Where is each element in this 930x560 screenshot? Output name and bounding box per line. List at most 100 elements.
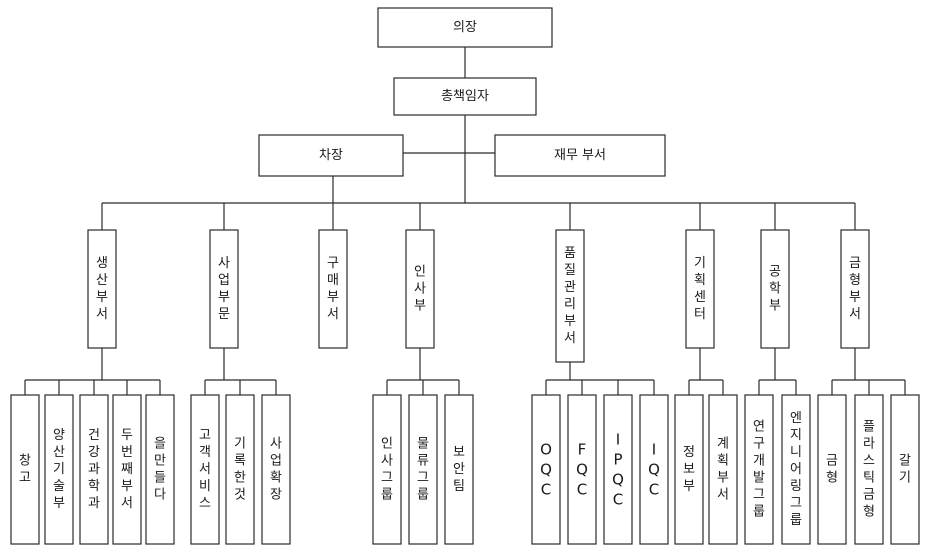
group-label-char: 그	[790, 496, 802, 511]
group-planning-0: 정보부	[674, 394, 704, 545]
dept-production-label-char: 생	[96, 256, 108, 271]
group-label-char: 형	[863, 505, 875, 520]
group-label-char: 엔	[790, 411, 802, 426]
dept-box	[760, 229, 790, 349]
group-box	[10, 394, 40, 545]
group-label-char: 부	[121, 479, 133, 494]
group-box	[372, 394, 402, 545]
group-box	[112, 394, 142, 545]
group-box	[708, 394, 738, 545]
group-label-char: 비	[199, 479, 211, 494]
group-label-char: 룹	[790, 513, 802, 528]
group-label-char: 그	[417, 471, 429, 486]
group-label-char: 기	[899, 471, 911, 486]
group-label-char: 링	[790, 479, 802, 494]
group-label-char: 형	[826, 471, 838, 486]
group-label-char: 서	[121, 496, 133, 511]
group-label-char: 을	[154, 437, 166, 452]
group-label-char: 금	[826, 454, 838, 469]
dept-business-label-char: 사	[218, 256, 230, 271]
group-box	[781, 394, 811, 545]
group-label-char: 그	[753, 488, 765, 503]
group-label-char: F	[578, 441, 587, 459]
group-label-char: 들	[154, 471, 166, 486]
dept-planning-label-char: 터	[694, 307, 706, 322]
group-box	[261, 394, 291, 545]
dept-purchasing-label-char: 구	[327, 256, 339, 271]
group-box	[44, 394, 74, 545]
group-label-char: 부	[683, 479, 695, 494]
dept-box	[87, 229, 117, 349]
group-label-char: 보	[453, 445, 465, 460]
group-label-char: 서	[717, 488, 729, 503]
dept-box	[318, 229, 348, 349]
ceo-node: 총책임자	[393, 77, 537, 116]
group-box	[817, 394, 847, 545]
group-label-char: 사	[270, 437, 282, 452]
group-box	[79, 394, 109, 545]
group-label-char: 고	[199, 428, 211, 443]
dept-planning-label-char: 기	[694, 256, 706, 271]
group-label-char: 그	[381, 471, 393, 486]
dept-engineering-label-char: 부	[769, 299, 781, 314]
group-quality-1: FQC	[567, 394, 597, 545]
group-label-char: P	[613, 451, 622, 469]
ceo-label: 총책임자	[441, 89, 489, 104]
dept-quality-label-char: 관	[564, 280, 576, 295]
group-label-char: 번	[121, 445, 133, 460]
chairman-node: 의장	[377, 7, 553, 48]
group-label-char: 니	[790, 445, 802, 460]
group-label-char: 팀	[453, 479, 465, 494]
group-hr-2: 보안팀	[444, 394, 474, 545]
group-label-char: 산	[53, 445, 65, 460]
group-mold-0: 금형	[817, 394, 847, 545]
dept-purchasing-label-char: 서	[327, 307, 339, 322]
group-label-char: 금	[863, 488, 875, 503]
group-label-char: 틱	[863, 471, 875, 486]
group-box	[190, 394, 220, 545]
dept-hr-label-char: 사	[414, 282, 426, 297]
group-label-char: 스	[863, 454, 875, 469]
group-label-char: 강	[88, 445, 100, 460]
dept-purchasing-label-char: 매	[327, 273, 339, 288]
group-box	[225, 394, 255, 545]
dept-engineering: 공학부	[760, 229, 790, 349]
dept-hr-label-char: 인	[414, 265, 426, 280]
group-label-char: 과	[88, 496, 100, 511]
group-quality-0: OQC	[531, 394, 561, 545]
dept-purchasing-label-char: 부	[327, 290, 339, 305]
group-label-char: Q	[576, 461, 588, 479]
dept-quality-label-char: 질	[564, 263, 576, 278]
group-label-char: 갈	[899, 454, 911, 469]
group-label-char: 객	[199, 445, 211, 460]
group-label-char: 록	[234, 454, 246, 469]
dept-box	[555, 229, 585, 363]
dept-production-label-char: 서	[96, 307, 108, 322]
group-label-char: 플	[863, 420, 875, 435]
group-label-char: O	[540, 441, 552, 459]
group-label-char: C	[541, 481, 551, 499]
dept-box	[405, 229, 435, 349]
group-label-char: 다	[154, 488, 166, 503]
group-label-char: 양	[53, 428, 65, 443]
group-label-char: 서	[199, 462, 211, 477]
vp-label: 차장	[319, 148, 343, 163]
group-label-char: 업	[270, 454, 282, 469]
group-label-char: 확	[270, 471, 282, 486]
